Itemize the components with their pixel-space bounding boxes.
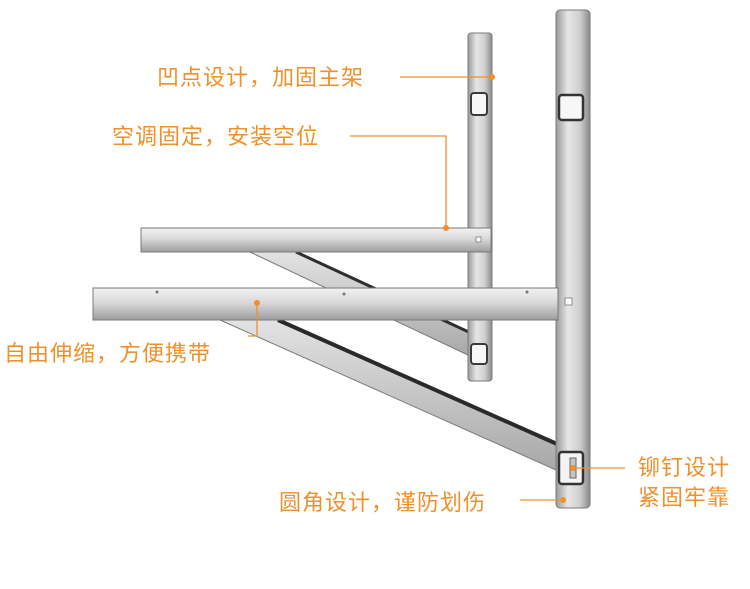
back-post-slot-bottom	[470, 343, 488, 365]
callout-telescopic: 自由伸缩，方便携带	[4, 342, 212, 367]
front-post-slot-top	[557, 93, 585, 122]
callout-rivet-line1: 铆钉设计	[638, 456, 731, 481]
front-vertical-post	[555, 9, 591, 509]
callout-ac-fix: 空调固定，安装空位	[112, 125, 320, 150]
callout-dimple: 凹点设计，加固主架	[157, 66, 365, 91]
callout-rivet-line2: 紧固牢靠	[638, 486, 731, 511]
callout-rounded: 圆角设计，谨防划伤	[279, 491, 487, 516]
back-vertical-post	[467, 32, 493, 382]
front-bracket	[92, 9, 591, 509]
back-horizontal-arm	[140, 227, 492, 253]
leader-lines	[248, 74, 625, 503]
front-diagonal-brace	[219, 319, 567, 471]
back-post-slot-top	[470, 92, 488, 116]
front-horizontal-arm	[92, 287, 559, 321]
